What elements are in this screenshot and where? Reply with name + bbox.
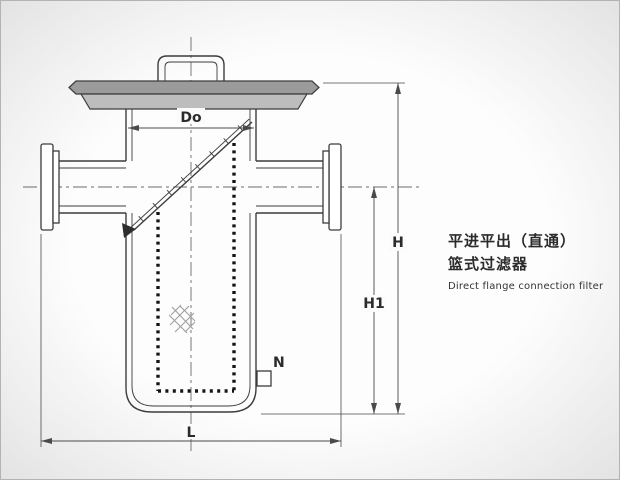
handle-outer <box>157 55 225 81</box>
seat-hatch-ticks <box>138 125 243 222</box>
arrowhead <box>395 83 401 94</box>
label-halo <box>182 424 200 439</box>
body-outer-wall <box>125 213 257 413</box>
arrowhead <box>371 187 377 198</box>
dim-n-label: N <box>273 355 285 371</box>
dim-h1: H1 <box>361 187 387 414</box>
seat-line-offset <box>130 118 250 228</box>
lifting-handle <box>157 55 225 81</box>
handle-inner <box>164 61 218 81</box>
cover-plate <box>68 80 320 95</box>
outlet-flange-face <box>322 150 330 224</box>
body-inner-wall <box>131 213 251 407</box>
inlet-flange-plate <box>40 143 54 231</box>
seat-line-main <box>133 121 253 231</box>
label-halo <box>177 108 205 124</box>
mesh-screen-symbol <box>168 304 196 334</box>
drain-port: N <box>256 355 285 387</box>
arrowhead <box>371 403 377 414</box>
outlet-flange <box>322 143 342 231</box>
dim-l: L <box>40 234 342 447</box>
arrowhead <box>395 403 401 414</box>
caption-title-zh-line2: 篮式过滤器 <box>448 255 529 273</box>
dim-h-label: H <box>392 235 404 251</box>
dim-h1-label: H1 <box>363 296 384 312</box>
arrowhead <box>330 438 341 444</box>
strainer-basket-dotted <box>156 143 236 393</box>
caption-title-zh-line1: 平进平出（直通） <box>448 232 577 250</box>
dim-l-label: L <box>187 425 196 441</box>
body-flange <box>79 93 309 110</box>
seat-clamp-triangle <box>122 223 136 238</box>
inlet-pipe <box>53 160 126 214</box>
top-cover-flange <box>68 80 320 110</box>
drain-port-square <box>256 370 272 387</box>
caption-subtitle-en: Direct flange connection filter <box>448 281 604 292</box>
dim-do: Do <box>128 108 254 131</box>
dim-do-label: Do <box>180 110 202 126</box>
arrowhead <box>128 125 139 131</box>
label-halo <box>361 295 387 312</box>
basket-seat-diagonal <box>122 118 253 238</box>
arrowhead <box>41 438 52 444</box>
dim-h: H <box>261 82 407 415</box>
inlet-flange <box>40 143 60 231</box>
inlet-flange-face <box>52 150 60 224</box>
label-halo <box>389 233 407 251</box>
vessel-body <box>125 109 257 413</box>
outlet-pipe <box>256 160 323 214</box>
arrowhead <box>243 125 254 131</box>
outlet-flange-plate <box>328 143 342 231</box>
caption-block: 平进平出（直通） 篮式过滤器 Direct flange connection … <box>448 230 616 292</box>
